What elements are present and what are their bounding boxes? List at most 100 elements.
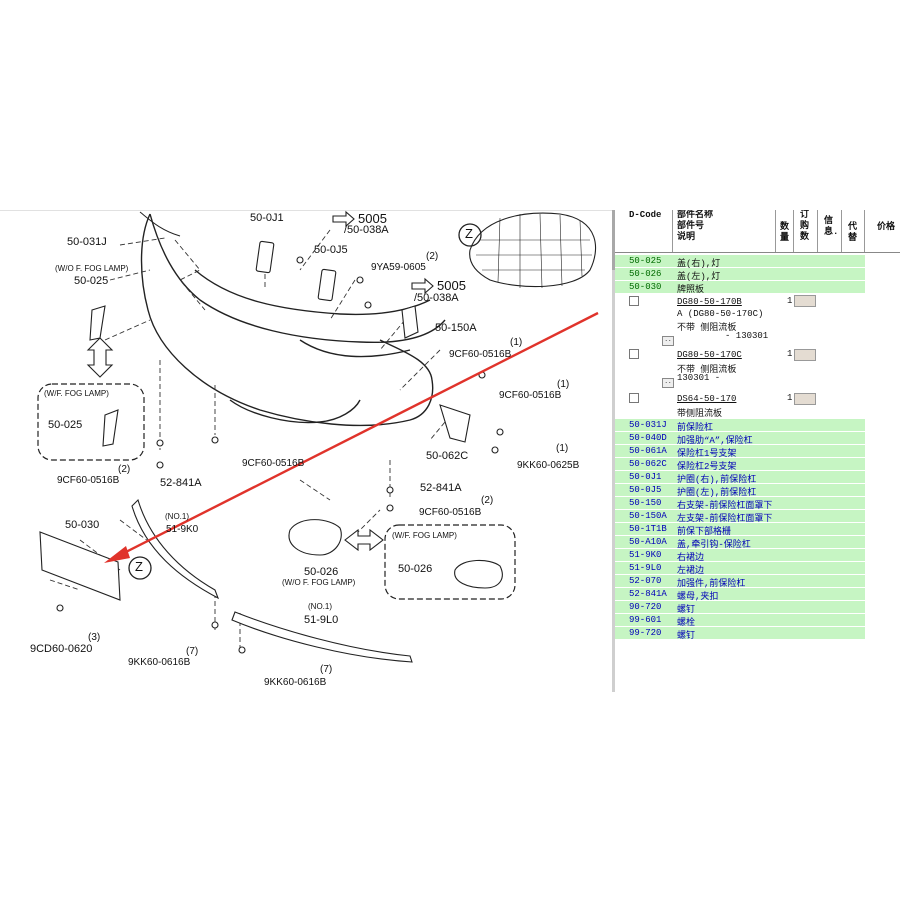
header-order-line1: 订 — [800, 210, 810, 220]
label-50-025: 50-025 — [74, 275, 109, 287]
sub-part-number: DG80-50-170C — [677, 350, 742, 360]
table-row[interactable]: 50-150 右支架-前保险杠面罩下 — [615, 497, 865, 511]
header-order-line3: 数 — [800, 232, 810, 242]
expand-dots-icon[interactable]: .. — [662, 336, 674, 346]
header-qty[interactable]: 数 量 — [776, 210, 794, 252]
header-part-name[interactable]: 部件名称 部件号 说明 — [673, 210, 776, 252]
header-info[interactable]: 信 息. — [818, 210, 842, 252]
row-name: 保险杠1号支架 — [677, 449, 737, 459]
sub-part-number: DS64-50-170 — [677, 394, 737, 404]
z-circle-b — [128, 556, 152, 580]
label-9KK60-0616-a: 9KK60-0616B — [128, 657, 191, 668]
expand-dots-icon[interactable]: .. — [662, 378, 674, 388]
header-qty-line1: 数 — [780, 222, 790, 232]
label-9CF60-e: 9CF60-0516B — [419, 507, 482, 518]
parts-diagram: 50-031J (W/O F. FOG LAMP) 50-025 50-0J1 … — [0, 210, 612, 692]
row-checkbox[interactable] — [629, 296, 639, 306]
label-50-031J: 50-031J — [67, 236, 107, 248]
row-code: 50-062C — [629, 459, 667, 469]
header-substitute[interactable]: 代 替 — [842, 210, 865, 252]
table-row[interactable]: 50-150A 左支架-前保险杠面罩下 — [615, 510, 865, 524]
header-dcode-label: D-Code — [629, 210, 662, 220]
table-row[interactable]: 50-030 牌照板 — [615, 281, 865, 295]
label-wo-fog-lamp: (W/O F. FOG LAMP) — [55, 264, 129, 273]
bumper-outline — [140, 213, 434, 427]
application-screenshot: 50-031J (W/O F. FOG LAMP) 50-025 50-0J1 … — [0, 210, 900, 692]
label-no1-b: (NO.1) — [308, 602, 332, 611]
row-code: 50-150A — [629, 511, 667, 521]
label-qty-7-a: (7) — [186, 646, 199, 657]
sub-qty: 1 — [787, 393, 793, 403]
row-name: 护圈(右),前保险杠 — [677, 475, 757, 485]
header-info-line2: 息. — [824, 227, 839, 237]
table-row[interactable]: 50-031J 前保险杠 — [615, 419, 865, 433]
header-dcode[interactable]: D-Code — [615, 210, 673, 252]
table-row[interactable]: 51-9L0 左裙边 — [615, 562, 865, 576]
label-50-026-a: 50-026 — [304, 566, 339, 578]
row-code: 52-841A — [629, 589, 667, 599]
row-name: 螺母,夹扣 — [677, 592, 719, 602]
sub-desc-2: 130301 - — [677, 373, 721, 383]
row-code: 51-9K0 — [629, 550, 662, 560]
header-price[interactable]: 价格 — [865, 210, 900, 252]
header-order-qty[interactable]: 订 购 数 — [794, 210, 818, 252]
side-skirt-9L0 — [231, 611, 413, 663]
order-qty-input[interactable] — [794, 295, 816, 307]
label-qty-7-b: (7) — [320, 664, 333, 675]
row-name: 左支架-前保险杠面罩下 — [677, 514, 773, 524]
label-wf-fog-lamp-a: (W/F. FOG LAMP) — [44, 389, 109, 398]
row-name: 加强肋“A”,保险杠 — [677, 436, 753, 446]
row-code: 50-A10A — [629, 537, 667, 547]
row-name: 螺钉 — [677, 605, 696, 615]
ref-arrow-5005-b — [411, 277, 434, 295]
label-50-038A-a: /50-038A — [344, 224, 389, 236]
row-name: 护圈(左),前保险杠 — [677, 488, 757, 498]
bracket-150A — [401, 305, 419, 339]
double-arrow-icon-b — [344, 528, 384, 552]
fog-lamp-box-left — [37, 383, 145, 461]
table-row[interactable]: 99-601 螺栓 — [615, 614, 865, 628]
row-checkbox[interactable] — [629, 349, 639, 359]
header-qty-line2: 量 — [780, 233, 790, 243]
label-9CD60: 9CD60-0620 — [30, 643, 93, 655]
order-qty-input[interactable] — [794, 393, 816, 405]
table-row[interactable]: 51-9K0 右裙边 — [615, 549, 865, 563]
table-row[interactable]: 50-040D 加强肋“A”,保险杠 — [615, 432, 865, 446]
row-name: 螺栓 — [677, 618, 696, 628]
label-5005-a: 5005 — [358, 211, 387, 226]
table-row[interactable]: 50-0J1 护圈(右),前保险杠 — [615, 471, 865, 485]
panel-splitter[interactable] — [612, 210, 615, 692]
table-row[interactable]: 50-025 盖(右),灯 — [615, 255, 865, 269]
table-row[interactable]: 90-720 螺钉 — [615, 601, 865, 615]
table-row[interactable]: 52-841A 螺母,夹扣 — [615, 588, 865, 602]
table-row[interactable]: 50-061A 保险杠1号支架 — [615, 445, 865, 459]
splitter-scroll-thumb[interactable] — [612, 210, 615, 270]
row-code: 50-040D — [629, 433, 667, 443]
row-name: 左裙边 — [677, 566, 705, 576]
header-name-line3: 说明 — [677, 232, 696, 242]
label-50-150A: 50-150A — [435, 322, 477, 334]
table-row[interactable]: 50-062C 保险杠2号支架 — [615, 458, 865, 472]
order-qty-input[interactable] — [794, 349, 816, 361]
label-wo-fog-lamp-b: (W/O F. FOG LAMP) — [282, 578, 356, 587]
label-9CF60-d: 9CF60-0516B — [242, 458, 305, 469]
row-code: 52-070 — [629, 576, 662, 586]
table-row[interactable]: 50-026 盖(左),灯 — [615, 268, 865, 282]
table-row[interactable]: 52-070 加强件,前保险杠 — [615, 575, 865, 589]
sub-part-number: DG80-50-170B — [677, 297, 742, 307]
row-code: 50-061A — [629, 446, 667, 456]
row-checkbox[interactable] — [629, 393, 639, 403]
table-row[interactable]: 99-720 螺钉 — [615, 627, 865, 641]
table-row[interactable]: 50-0J5 护圈(左),前保险杠 — [615, 484, 865, 498]
label-9KK60-0625: 9KK60-0625B — [517, 460, 580, 471]
label-51-9L0: 51-9L0 — [304, 614, 339, 626]
row-code: 50-030 — [629, 282, 662, 292]
row-code: 50-031J — [629, 420, 667, 430]
row-name: 右支架-前保险杠面罩下 — [677, 501, 773, 511]
header-price-label: 价格 — [877, 222, 896, 232]
sub-qty: 1 — [787, 296, 793, 306]
table-row[interactable]: 50-A10A 盖,牵引钩-保险杠 — [615, 536, 865, 550]
bracket-0J5 — [317, 268, 337, 302]
label-qty-2-a: (2) — [426, 251, 439, 262]
table-row[interactable]: 50-1T1B 前保下部格栅 — [615, 523, 865, 537]
